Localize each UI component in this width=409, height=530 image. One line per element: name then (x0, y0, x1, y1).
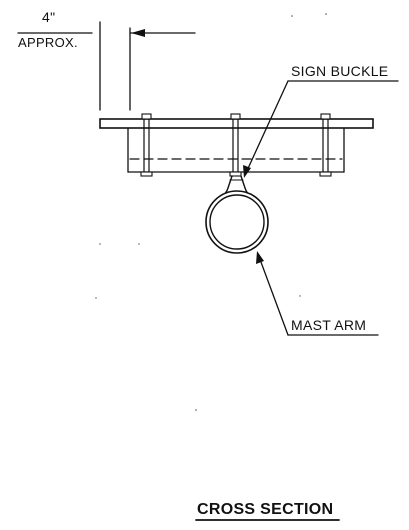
dimension-value: 4" (42, 9, 55, 25)
section-title-group: CROSS SECTION (195, 501, 340, 521)
sign-buckle-arrowhead (243, 165, 251, 178)
dimension-note: APPROX. (18, 35, 78, 50)
sign-assembly (99, 113, 374, 254)
callout-sign-buckle: SIGN BUCKLE (243, 63, 399, 178)
sign-buckle-leader (244, 80, 289, 176)
dimension-annotation: 4" APPROX. (17, 9, 196, 111)
section-title: CROSS SECTION (197, 501, 333, 518)
bolt-left (140, 113, 153, 177)
mast-arm-pipe (205, 190, 269, 254)
sign-plate (99, 118, 374, 129)
mast-arm-leader (257, 253, 289, 336)
bolt-right (319, 113, 332, 177)
mast-arm-arrowhead (256, 251, 264, 264)
bolt-center (229, 113, 242, 177)
dimension-arrowhead (131, 29, 145, 37)
callout-mast-arm: MAST ARM (256, 251, 379, 336)
scan-specks (95, 13, 327, 411)
mast-arm-label: MAST ARM (291, 317, 366, 333)
sign-buckle-label: SIGN BUCKLE (291, 63, 388, 79)
